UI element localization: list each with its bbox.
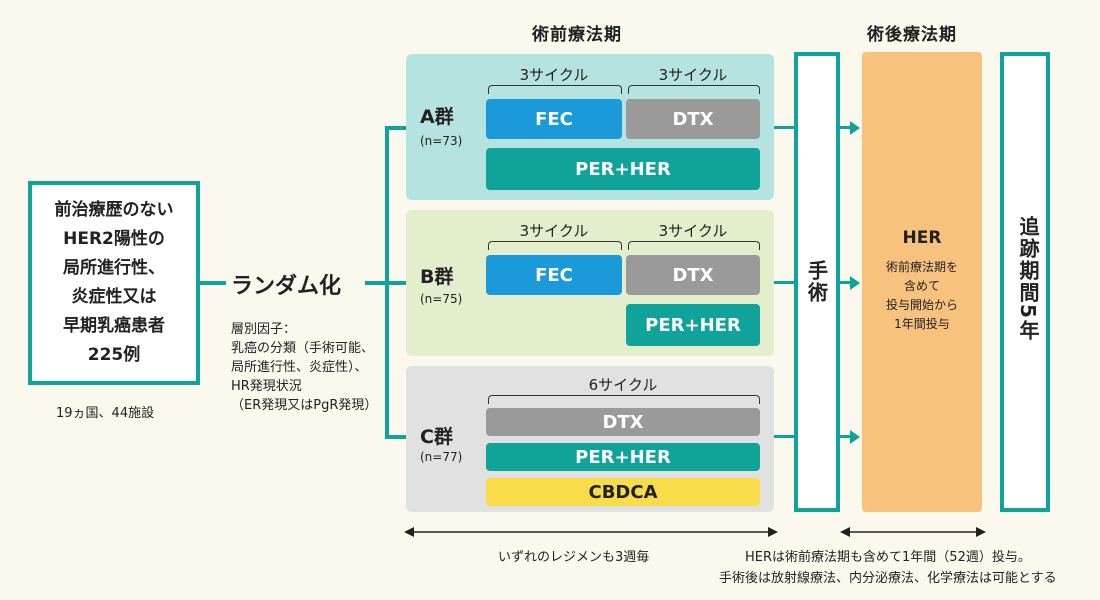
group-b-cycle-1: 3サイクル	[519, 222, 589, 240]
arrowhead-icon	[850, 276, 860, 290]
branch-line-a	[385, 126, 410, 130]
group-c-cycle: 6サイクル	[588, 376, 658, 394]
cycle-brace	[488, 395, 760, 404]
patient-line: HER2陽性の	[63, 229, 165, 249]
arrow-line	[840, 435, 852, 438]
group-a-name: A群	[420, 106, 454, 128]
group-b-n: (n=75)	[420, 292, 463, 306]
cycle-brace	[488, 85, 622, 94]
her-footnote: HERは術前療法期も含めて1年間（52週）投与。	[745, 550, 1031, 565]
group-c-panel: C群 (n=77) 6サイクル DTX PER+HER CBDCA	[406, 366, 774, 512]
group-c-name: C群	[420, 426, 453, 448]
drug-per-her: PER+HER	[626, 304, 760, 346]
her-line: 術前療法期を	[885, 260, 958, 274]
drug-dtx: DTX	[486, 408, 760, 436]
group-b-panel: B群 (n=75) 3サイクル 3サイクル FEC DTX PER+HER	[406, 210, 774, 356]
her-title: HER	[902, 228, 942, 248]
drug-fec: FEC	[486, 99, 622, 139]
her-box: HER 術前療法期を 含めて 投与開始から 1年間投与	[862, 52, 982, 512]
drug-dtx: DTX	[626, 255, 760, 295]
her-line: 含めて	[903, 279, 940, 293]
her-description: 術前療法期を 含めて 投与開始から 1年間投与	[862, 258, 982, 334]
randomization-label: ランダム化	[231, 274, 342, 299]
connector-line	[774, 435, 794, 438]
neoadjuvant-phase-title: 術前療法期	[532, 25, 622, 45]
regimen-footnote: いずれのレジメンも3週毎	[498, 550, 650, 565]
connector-line	[774, 126, 794, 129]
patient-line: 225例	[87, 345, 141, 365]
connector-line	[200, 281, 226, 285]
patient-line: 前治療歴のない	[54, 200, 174, 220]
branch-line-b	[385, 281, 410, 285]
group-a-cycle-1: 3サイクル	[519, 66, 589, 84]
adjuvant-phase-title: 術後療法期	[867, 25, 957, 45]
arrowhead-icon	[850, 121, 860, 135]
followup-box: 追跡期間5年	[1000, 52, 1050, 512]
postsurgery-footnote: 手術後は放射線療法、内分泌療法、化学療法は可能とする	[719, 571, 1057, 586]
group-b-cycle-2: 3サイクル	[658, 222, 728, 240]
cycle-brace	[488, 241, 622, 250]
group-a-panel: A群 (n=73) 3サイクル 3サイクル FEC DTX PER+HER	[406, 54, 774, 200]
patient-population-box: 前治療歴のない HER2陽性の 局所進行性、 炎症性又は 早期乳癌患者 225例	[28, 181, 200, 385]
group-c-n: (n=77)	[420, 450, 463, 464]
drug-dtx: DTX	[626, 99, 760, 139]
surgery-label: 手術	[804, 260, 829, 304]
cycle-brace	[628, 241, 760, 250]
factor-line: HR発現状況	[231, 379, 302, 394]
cycle-brace	[628, 85, 760, 94]
group-a-cycle-2: 3サイクル	[658, 66, 728, 84]
factor-line: （ER発現又はPgR発現）	[231, 398, 378, 413]
regimen-span-arrow	[404, 527, 778, 537]
drug-fec: FEC	[486, 255, 622, 295]
stratification-factors: 層別因子： 乳癌の分類（手術可能、 局所進行性、炎症性）、 HR発現状況 （ER…	[231, 320, 377, 415]
patient-line: 局所進行性、	[63, 258, 165, 278]
branch-line-c	[385, 435, 410, 439]
drug-per-her: PER+HER	[486, 443, 760, 471]
factor-line: 層別因子：	[231, 322, 297, 337]
her-line: 1年間投与	[894, 317, 950, 331]
group-b-name: B群	[420, 266, 454, 288]
factor-line: 局所進行性、炎症性）、	[231, 360, 368, 375]
sites-note: 19ヵ国、44施設	[56, 406, 155, 421]
group-a-n: (n=73)	[420, 134, 463, 148]
followup-label: 追跡期間5年	[1016, 216, 1040, 342]
her-line: 投与開始から	[885, 298, 958, 312]
patient-line: 早期乳癌患者	[63, 316, 165, 336]
connector-line	[365, 281, 387, 285]
arrowhead-icon	[850, 430, 860, 444]
arrow-line	[840, 281, 852, 284]
patient-line: 炎症性又は	[71, 287, 157, 307]
factor-line: 乳癌の分類（手術可能、	[231, 341, 375, 356]
arrow-line	[840, 126, 852, 129]
drug-per-her: PER+HER	[486, 148, 760, 190]
connector-line	[774, 281, 794, 284]
her-span-arrow	[840, 527, 986, 537]
surgery-box: 手術	[794, 52, 840, 512]
drug-cbdca: CBDCA	[486, 478, 760, 506]
